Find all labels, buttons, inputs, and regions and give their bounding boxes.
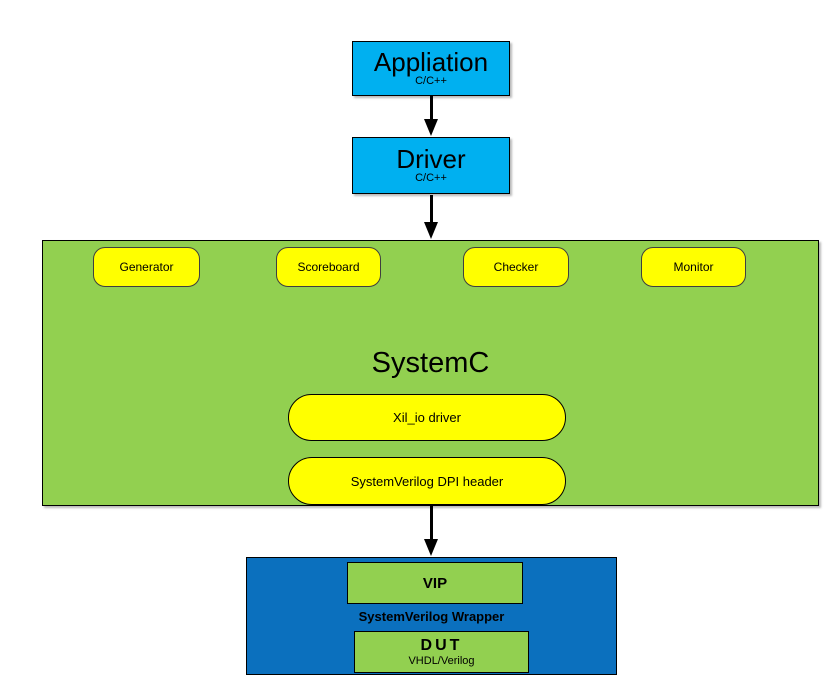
arrow-shaft xyxy=(430,96,433,121)
driver-box: Driver C/C++ xyxy=(352,137,510,194)
dut-title: DUT xyxy=(420,637,463,654)
systemverilog-wrapper-label: SystemVerilog Wrapper xyxy=(358,609,505,624)
dut-box: DUT VHDL/Verilog xyxy=(354,631,529,673)
component-generator: Generator xyxy=(93,247,200,287)
systemverilog-wrapper-box: VIP SystemVerilog Wrapper DUT VHDL/Veril… xyxy=(246,557,617,675)
application-subtitle: C/C++ xyxy=(415,75,447,88)
arrow-shaft xyxy=(430,504,433,541)
dut-subtitle: VHDL/Verilog xyxy=(408,655,475,667)
component-monitor: Monitor xyxy=(641,247,746,287)
driver-title: Driver xyxy=(396,143,466,174)
arrow-systemc-to-wrapper-icon xyxy=(424,504,439,556)
arrow-driver-to-systemc-icon xyxy=(424,195,439,239)
application-title: Appliation xyxy=(373,46,489,77)
arrow-head-icon xyxy=(424,222,438,239)
driver-subtitle: C/C++ xyxy=(415,172,447,185)
component-scoreboard: Scoreboard xyxy=(276,247,381,287)
arrow-application-to-driver-icon xyxy=(424,96,439,136)
systemc-title: SystemC xyxy=(371,347,490,379)
application-box: Appliation C/C++ xyxy=(352,41,510,96)
vip-box: VIP xyxy=(347,562,523,604)
pill-systemverilog-dpi-header: SystemVerilog DPI header xyxy=(288,457,566,505)
vip-title: VIP xyxy=(422,574,448,592)
systemc-container: Generator Scoreboard Checker Monitor Sys… xyxy=(42,240,819,506)
arrow-head-icon xyxy=(424,539,438,556)
arrow-shaft xyxy=(430,195,433,224)
arrow-head-icon xyxy=(424,119,438,136)
pill-xil-io-driver: Xil_io driver xyxy=(288,394,566,441)
component-checker: Checker xyxy=(463,247,569,287)
